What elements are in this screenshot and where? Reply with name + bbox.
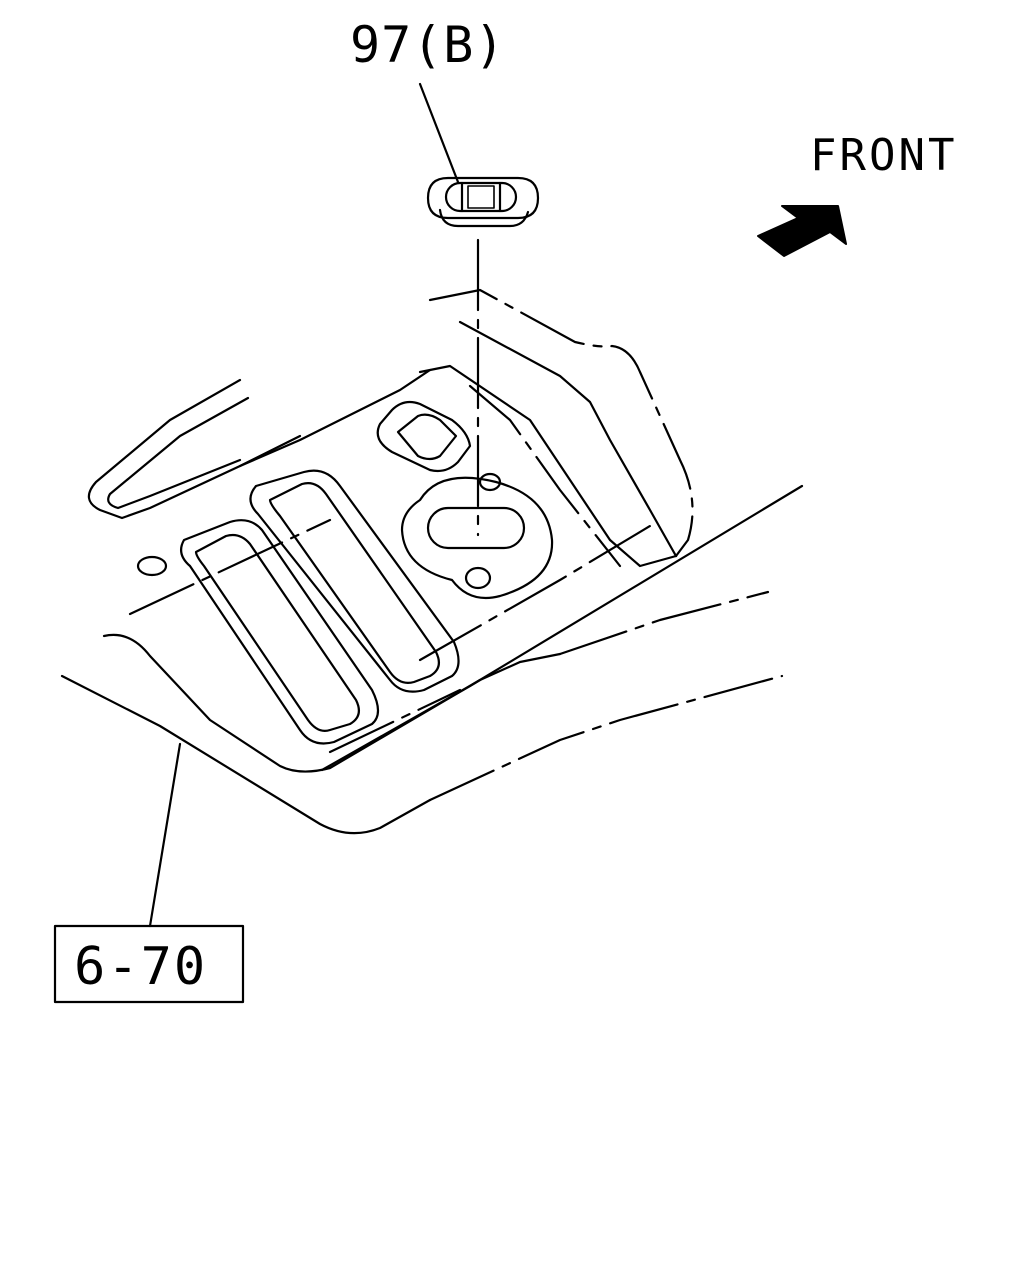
mounting-pad [400,472,554,600]
grommet-plug-icon [426,176,540,228]
reference-leader [148,742,182,928]
floor-rib-3 [376,400,472,473]
reference-box [53,924,245,1004]
floor-rib-1 [179,519,380,745]
small-hole-bottom [464,566,492,590]
floor-rib-2 [249,469,460,693]
front-arrow-icon [757,205,847,257]
front-label: FRONT [810,130,957,181]
part-callout-label: 97(B) [350,16,506,74]
mounting-hole [426,506,526,550]
small-hole-top [478,472,502,492]
small-hole-left [136,555,168,577]
reference-box-label: 6-70 [74,937,207,997]
part-callout-leader [418,82,460,184]
floor-panel [60,288,804,835]
